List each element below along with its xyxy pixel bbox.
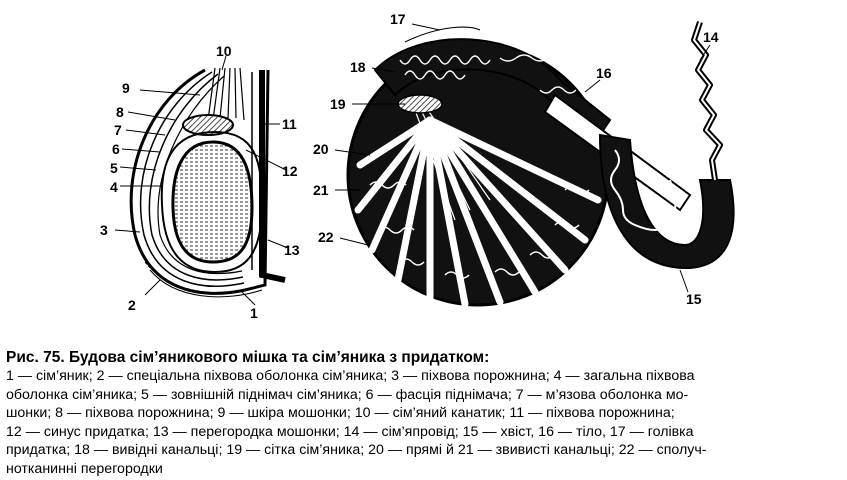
epididymis-tail xyxy=(598,133,735,270)
label-15: 15 xyxy=(686,291,702,307)
scrotum-skin xyxy=(129,68,270,295)
legend-line: 12 — синус придатка; 13 — перегородка мо… xyxy=(6,423,694,440)
label-10: 10 xyxy=(216,43,232,59)
legend-line: 1 — сім’яник; 2 — спеціальна піхвова обо… xyxy=(6,368,695,384)
label-2: 2 xyxy=(128,297,136,313)
convoluted-tubules xyxy=(369,181,590,279)
scrotal-sac-diagram xyxy=(129,67,286,298)
caption-legend: 1 — сім’яник; 2 — спеціальна піхвова обо… xyxy=(6,367,842,479)
label-13: 13 xyxy=(284,242,300,258)
label-22: 22 xyxy=(318,229,334,245)
figure-caption: Рис. 75. Будова сім’яникового мішка та с… xyxy=(6,348,842,479)
testis-epididymis-diagram xyxy=(346,21,735,308)
label-3: 3 xyxy=(100,222,108,238)
label-21: 21 xyxy=(313,182,329,198)
label-17: 17 xyxy=(390,11,406,27)
label-1: 1 xyxy=(250,305,258,321)
scrotal-septum xyxy=(259,70,286,283)
tunica-vaginalis xyxy=(160,130,264,274)
label-9: 9 xyxy=(122,80,130,96)
label-5: 5 xyxy=(110,160,118,176)
label-7: 7 xyxy=(114,122,122,138)
figure-labels: 1 2 3 4 5 6 7 8 9 10 11 12 13 14 15 16 1… xyxy=(100,11,719,321)
label-19: 19 xyxy=(330,96,346,112)
label-11: 11 xyxy=(282,116,297,132)
caption-title: Рис. 75. Будова сім’яникового мішка та с… xyxy=(6,349,490,366)
label-8: 8 xyxy=(116,104,124,120)
testis xyxy=(171,140,254,264)
legend-line: придатка; 18 — вивідні канальці; 19 — сі… xyxy=(6,442,707,459)
epididymis-head xyxy=(373,38,612,137)
rete-testis xyxy=(414,105,491,221)
label-20: 20 xyxy=(313,141,329,157)
leader-lines-left xyxy=(114,55,289,306)
label-16: 16 xyxy=(596,65,612,81)
epididymis-head-left xyxy=(182,114,234,136)
leader-lines-right xyxy=(334,23,711,293)
legend-line: шонки; 8 — піхвова порожнина; 9 — шкіра … xyxy=(6,405,675,422)
spermatic-cord xyxy=(207,67,245,121)
anatomy-figure: 1 2 3 4 5 6 7 8 9 10 11 12 13 14 15 16 1… xyxy=(100,11,735,321)
label-4: 4 xyxy=(110,179,118,195)
label-12: 12 xyxy=(282,163,298,179)
label-14: 14 xyxy=(703,29,719,45)
label-6: 6 xyxy=(112,141,120,157)
legend-line: нотканинні перегородки xyxy=(6,460,163,477)
label-18: 18 xyxy=(350,59,366,75)
legend-line: оболонка сім’яника; 5 — зовнішній піднім… xyxy=(6,386,689,403)
